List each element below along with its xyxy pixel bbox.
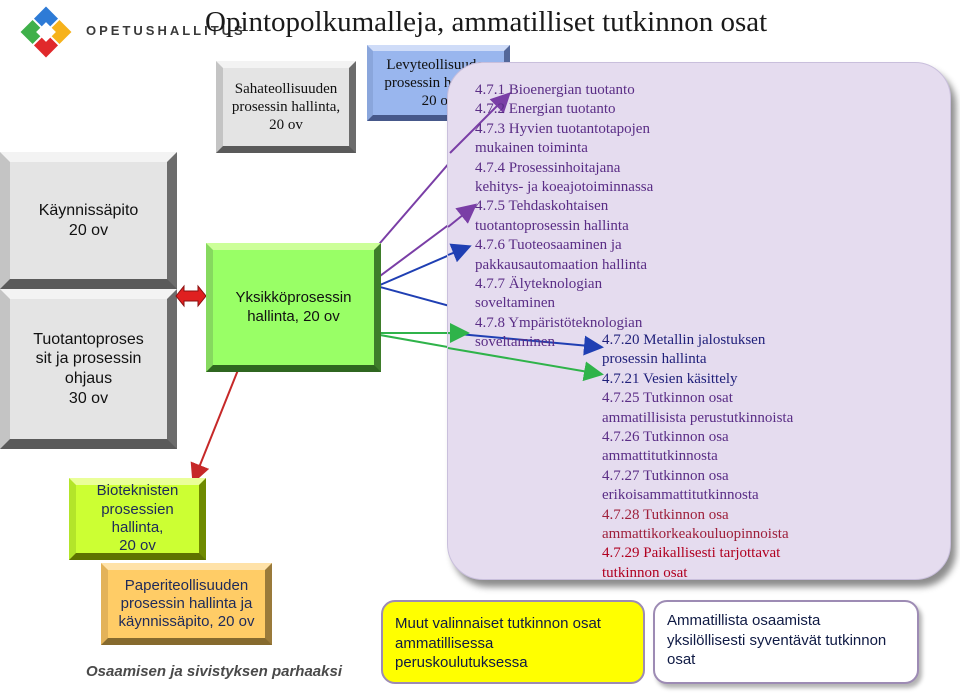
box-bioteknisten-line1: Bioteknisten <box>96 482 179 500</box>
box-paperiteollisuus: Paperiteollisuuden prosessin hallinta ja… <box>101 563 272 645</box>
module-2-line: 4.7.28 Tutkinnon osa <box>602 506 729 523</box>
box-muut-valinnaiset-line3: peruskoulutuksessa <box>395 654 528 671</box>
box-tuotantoprosessit-line3: ohjaus <box>64 370 113 387</box>
box-bioteknisten: Bioteknisten prosessien hallinta, 20 ov <box>69 478 206 560</box>
box-tuotantoprosessit: Tuotantoproses sit ja prosessin ohjaus 3… <box>0 289 177 449</box>
purple-arrow-2-head <box>447 203 478 228</box>
box-yksikkoprosessin: Yksikköprosessin hallinta, 20 ov <box>206 243 381 372</box>
module-2-line: 4.7.29 Paikallisesti tarjottavat <box>602 545 781 562</box>
module-1-line: kehitys- ja koeajotoiminnassa <box>475 179 654 196</box>
box-sahateollisuus-line2: prosessin hallinta, <box>231 98 341 115</box>
module-2-line: 4.7.20 Metallin jalostuksen <box>602 332 766 348</box>
box-kaynnissapito-line2: 20 ov <box>68 221 109 239</box>
box-syventavat-line3: osat <box>667 651 696 668</box>
purple-arrow-1-head <box>449 92 511 154</box>
module-2-line: tutkinnon osat <box>602 564 688 581</box>
box-bioteknisten-line2: prosessien hallinta, <box>101 500 174 536</box>
red-arrow <box>190 369 239 484</box>
module-2-line: ammatillisista perustutkinnoista <box>602 409 794 426</box>
module-2-line: ammattikorkeakouluopinnoista <box>602 526 789 543</box>
module-1-line: 4.7.7 Älyteknologian <box>475 276 603 293</box>
module-1-line: 4.7.6 Tuoteosaaminen ja <box>475 237 622 254</box>
module-2-line: ammattitutkinnosta <box>602 448 718 465</box>
module-1-line: 4.7.1 Bioenergian tuotanto <box>475 82 635 98</box>
box-tuotantoprosessit-line4: 30 ov <box>68 389 109 407</box>
page-title: Opintopolkumalleja, ammatilliset tutkinn… <box>205 6 768 38</box>
blue-arrow-1-head <box>447 243 472 263</box>
module-1-line: 4.7.8 Ympäristöteknologian <box>475 314 643 331</box>
box-sahateollisuus-line3: 20 ov <box>269 117 303 134</box>
box-muut-valinnaiset: Muut valinnaiset tutkinnon osat ammatill… <box>381 600 645 684</box>
module-1-line: 4.7.3 Hyvien tuotantotapojen <box>475 120 650 137</box>
footer-slogan: Osaamisen ja sivistyksen parhaaksi <box>86 663 342 680</box>
box-levyteollisuus-line3: 20 ov <box>421 93 456 110</box>
module-1-line: tuotantoprosessin hallinta <box>475 217 629 234</box>
modules-list-1: 4.7.1 Bioenergian tuotanto 4.7.2 Energian… <box>475 81 775 353</box>
box-sahateollisuus: Sahateollisuuden prosessin hallinta, 20 … <box>216 61 356 153</box>
box-yksikkoprosessin-line1: Yksikköprosessin <box>235 289 352 307</box>
modules-panel <box>447 62 951 580</box>
box-sahateollisuus-line1: Sahateollisuuden <box>234 80 338 97</box>
box-kaynnissapito: Käynnissäpito 20 ov <box>0 152 177 289</box>
module-2-line: 4.7.27 Tutkinnon osa <box>602 467 729 484</box>
module-1-line: soveltaminen <box>475 334 555 351</box>
box-paperiteollisuus-line2: prosessin hallinta ja <box>120 594 253 612</box>
module-1-line: 4.7.4 Prosessinhoitajana <box>475 159 621 176</box>
module-1-line: soveltaminen <box>475 295 555 312</box>
box-syventavat-line2: yksilöllisesti syventävät tutkinnon <box>667 631 887 649</box>
module-1-line: pakkausautomaation hallinta <box>475 256 648 273</box>
module-1-line: mukainen toiminta <box>475 140 588 157</box>
blue-arrow-2-head <box>447 332 604 356</box>
modules-list-2: 4.7.20 Metallin jalostuksen prosessin hal… <box>602 331 932 583</box>
box-tuotantoprosessit-line2: sit ja prosessin <box>35 350 142 368</box>
green-arrow-2-head <box>447 347 604 382</box>
box-syventavat: Ammatillista osaamista yksilöllisesti sy… <box>653 600 919 684</box>
box-tuotantoprosessit-line1: Tuotantoproses <box>33 330 144 348</box>
module-2-line: 4.7.21 Vesien käsittely <box>602 370 738 387</box>
box-paperiteollisuus-line1: Paperiteollisuuden <box>124 576 249 594</box>
module-1-line: 4.7.5 Tehdaskohtaisen <box>475 198 609 215</box>
logo-diamond-icon <box>20 6 72 58</box>
module-2-line: erikoisammattitutkinnosta <box>602 487 759 504</box>
module-1-line: 4.7.2 Energian tuotanto <box>475 101 616 118</box>
box-yksikkoprosessin-line2: hallinta, 20 ov <box>247 307 340 325</box>
box-paperiteollisuus-line3: käynnissäpito, 20 ov <box>118 613 255 631</box>
logo-text: OPETUSHALLITUS <box>86 23 246 38</box>
box-kaynnissapito-line1: Käynnissäpito <box>38 201 139 219</box>
module-2-line: prosessin hallinta <box>602 351 707 368</box>
box-bioteknisten-line3: 20 ov <box>119 537 156 555</box>
box-syventavat-line1: Ammatillista osaamista <box>667 612 821 629</box>
module-2-line: 4.7.26 Tutkinnon osa <box>602 429 729 446</box>
box-muut-valinnaiset-line1: Muut valinnaiset tutkinnon osat <box>395 615 601 632</box>
module-2-line: 4.7.25 Tutkinnon osat <box>602 390 733 407</box>
opetushallitus-logo <box>18 4 74 60</box>
box-muut-valinnaiset-line2: ammatillisessa <box>395 634 494 652</box>
